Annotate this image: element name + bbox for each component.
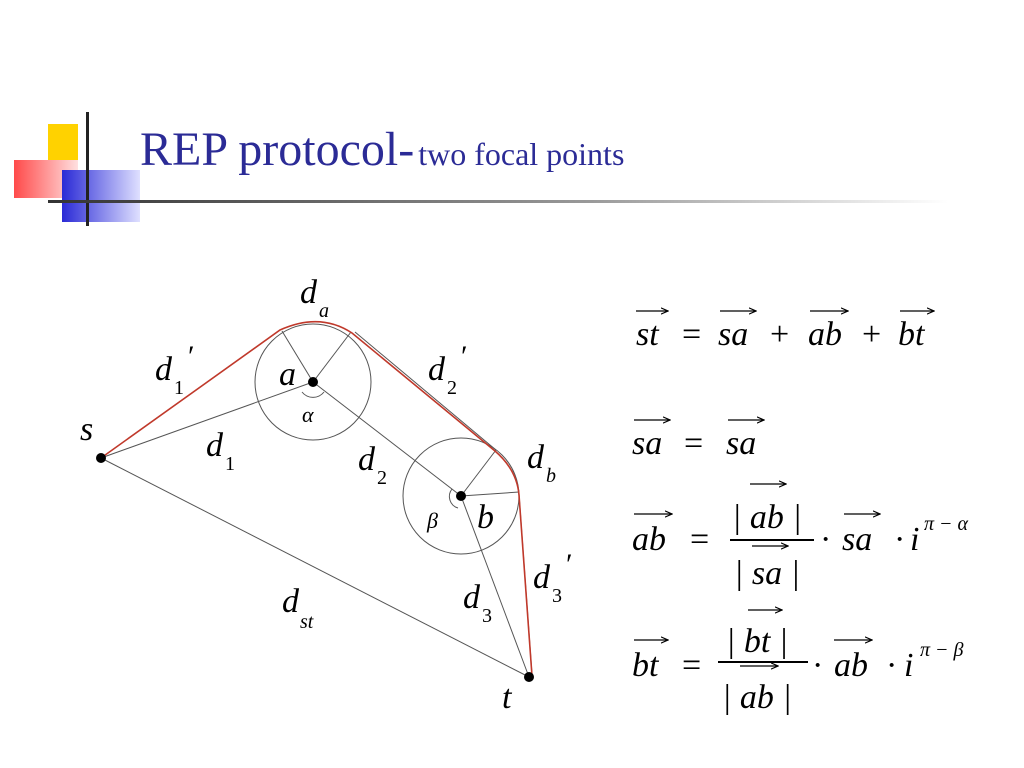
- svg-text:π − β: π − β: [920, 639, 964, 661]
- svg-text:d: d: [206, 427, 224, 464]
- svg-text:b: b: [546, 465, 556, 487]
- equation-2: sa = sa: [632, 425, 756, 462]
- red-path: [100, 320, 533, 677]
- svg-text:′: ′: [461, 340, 468, 373]
- svg-text:d: d: [463, 579, 481, 616]
- svg-text:=: =: [682, 647, 701, 684]
- label-a: a: [279, 356, 296, 393]
- svg-text:d: d: [527, 439, 545, 476]
- label-alpha: α: [302, 402, 314, 427]
- label-d1-prime: d 1 ′: [155, 340, 195, 399]
- svg-text:| sa |: | sa |: [734, 555, 800, 592]
- svg-text:sa: sa: [718, 316, 748, 353]
- svg-text:·: ·: [894, 521, 905, 558]
- svg-text:st: st: [300, 611, 314, 633]
- svg-text:i: i: [910, 521, 919, 558]
- svg-text:d: d: [300, 274, 318, 311]
- title-subtitle: two focal points: [418, 136, 625, 172]
- label-s: s: [80, 411, 93, 448]
- svg-text:′: ′: [566, 548, 573, 581]
- svg-text:2: 2: [377, 467, 387, 489]
- slide-title: REP protocol- two focal points: [140, 122, 624, 177]
- svg-text:3: 3: [482, 605, 492, 627]
- svg-text:ab: ab: [808, 316, 842, 353]
- point-s: [96, 453, 106, 463]
- svg-text:| ab |: | ab |: [732, 499, 802, 536]
- label-dst: d st: [282, 583, 314, 633]
- svg-text:π − α: π − α: [924, 513, 969, 535]
- svg-text:a: a: [319, 300, 329, 322]
- segment-d2: [312, 381, 462, 497]
- svg-text:·: ·: [820, 521, 831, 558]
- radius-a-right: [312, 331, 352, 383]
- point-t: [524, 672, 534, 682]
- svg-text:sa: sa: [726, 425, 756, 462]
- svg-text:sa: sa: [842, 521, 872, 558]
- svg-text:·: ·: [886, 647, 897, 684]
- equation-4: bt = | bt | | ab | · ab · i π − β: [632, 623, 964, 716]
- svg-text:1: 1: [225, 453, 235, 475]
- svg-text:st: st: [636, 316, 660, 353]
- segment-d1: [100, 381, 314, 459]
- svg-text:d: d: [533, 559, 551, 596]
- radius-a-left: [281, 330, 314, 383]
- svg-text:d: d: [358, 441, 376, 478]
- svg-text:+: +: [862, 316, 881, 353]
- svg-text:ab: ab: [834, 647, 868, 684]
- svg-text:sa: sa: [632, 425, 662, 462]
- point-a: [308, 377, 318, 387]
- svg-text:d: d: [282, 583, 300, 620]
- radius-b-top: [460, 449, 497, 497]
- label-b: b: [477, 499, 494, 536]
- segment-d3: [460, 495, 530, 678]
- segment-dst: [100, 457, 530, 678]
- label-d2-prime: d 2 ′: [428, 340, 468, 399]
- equation-3: ab = | ab | | sa | · sa · i π − α: [632, 499, 969, 592]
- svg-text:| ab |: | ab |: [722, 679, 792, 716]
- svg-text:=: =: [690, 521, 709, 558]
- svg-text:d: d: [428, 351, 446, 388]
- svg-text:bt: bt: [632, 647, 660, 684]
- svg-text:+: +: [770, 316, 789, 353]
- svg-text:ab: ab: [632, 521, 666, 558]
- svg-text:3: 3: [552, 585, 562, 607]
- label-da: d a: [300, 274, 329, 322]
- svg-text:1: 1: [174, 377, 184, 399]
- svg-text:d: d: [155, 351, 173, 388]
- svg-text:=: =: [684, 425, 703, 462]
- circle-a: [254, 323, 372, 441]
- point-b: [456, 491, 466, 501]
- label-d1: d 1: [206, 427, 235, 475]
- label-d2: d 2: [358, 441, 387, 489]
- label-beta: β: [426, 508, 438, 533]
- title-main: REP protocol-: [140, 123, 415, 176]
- label-d3-prime: d 3 ′: [533, 548, 573, 607]
- tangent-grey-d2p: [354, 331, 497, 451]
- svg-text:bt: bt: [898, 316, 926, 353]
- svg-text:2: 2: [447, 377, 457, 399]
- svg-text:| bt |: | bt |: [726, 623, 788, 660]
- equation-1: st = sa + ab + bt: [636, 316, 926, 353]
- svg-text:′: ′: [188, 340, 195, 373]
- radius-b-right: [460, 491, 520, 497]
- label-d3: d 3: [463, 579, 492, 627]
- svg-text:·: ·: [812, 647, 823, 684]
- svg-text:=: =: [682, 316, 701, 353]
- alpha-arc: [301, 391, 325, 398]
- beta-arc: [448, 488, 459, 509]
- svg-text:i: i: [904, 647, 913, 684]
- label-t: t: [502, 679, 513, 716]
- label-db: d b: [527, 439, 556, 487]
